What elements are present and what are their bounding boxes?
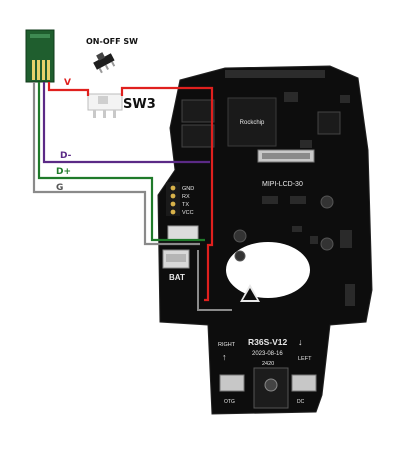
board-date: 2023-08-16 (252, 351, 283, 357)
label-gnd: G (56, 183, 63, 193)
memory-chip (181, 124, 215, 148)
otg-label: OTG (224, 399, 235, 405)
left-button-label: LEFT (298, 356, 312, 362)
wire-dminus (42, 82, 210, 164)
header-pin-tx: TX (182, 202, 189, 208)
wire-vcc (47, 82, 90, 96)
left-arrow-icon: ↓ (298, 337, 303, 347)
wire-gnd (32, 82, 200, 246)
right-button-label: RIGHT (218, 342, 236, 348)
wire-gnd-bottom (197, 250, 232, 311)
board-model: R36S-V12 (248, 337, 287, 347)
pmic-chip (317, 111, 341, 135)
wire-vcc-switched (120, 86, 214, 302)
soc-chip (227, 97, 277, 147)
bat-label: BAT (169, 273, 185, 282)
uart-header (166, 182, 180, 216)
switch-caption: ON-OFF SW (86, 37, 138, 46)
header-pin-rx: RX (182, 194, 190, 200)
dc-port (291, 374, 317, 392)
label-dplus: D+ (56, 167, 71, 177)
lcd-label: MIPI-LCD-30 (262, 181, 303, 188)
top-connector (225, 70, 325, 78)
label-dminus: D- (60, 151, 72, 161)
otg-port (219, 374, 245, 392)
dc-label: DC (297, 399, 305, 405)
header-pin-gnd: GND (182, 186, 194, 192)
svg-text:Rockchip: Rockchip (240, 120, 265, 126)
board-code: 2420 (262, 361, 274, 367)
wire-dplus (37, 82, 205, 242)
switch-ref-label: SW3 (123, 97, 156, 112)
label-v: V (64, 78, 71, 88)
board-cutout (226, 242, 310, 298)
header-pin-vcc: VCC (182, 210, 194, 216)
onoff-switch-icon (93, 52, 116, 74)
memory-chip (181, 99, 215, 123)
right-arrow-icon: ↑ (222, 352, 227, 362)
